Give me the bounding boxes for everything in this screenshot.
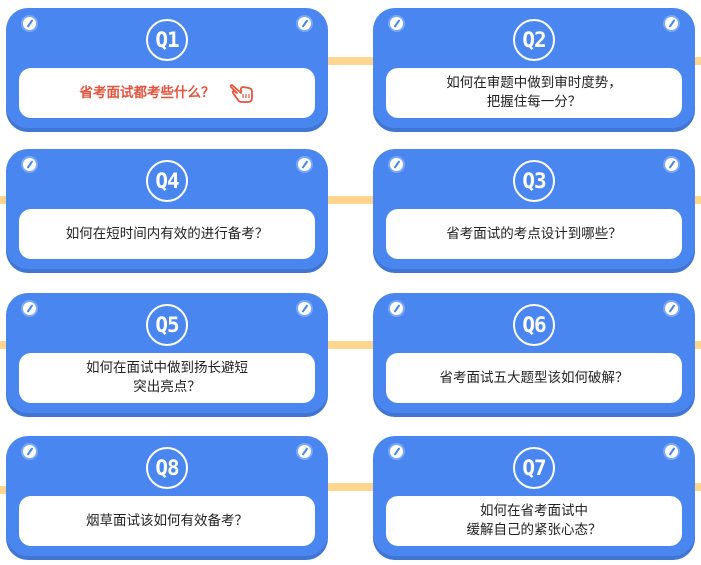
question-number: Q4: [155, 169, 179, 193]
question-card-q1[interactable]: Q1 省考面试都考些什么？: [6, 8, 328, 132]
question-box[interactable]: 如何在面试中做到扬长避短 突出亮点？: [19, 353, 315, 403]
screw-icon: [298, 445, 311, 458]
screw-icon: [665, 17, 678, 30]
question-text: 省考面试的考点设计到哪些？: [446, 225, 622, 242]
question-card-q6[interactable]: Q6 省考面试五大题型该如何破解？: [373, 293, 695, 417]
pointing-hand-icon: [229, 81, 255, 105]
connector: [320, 196, 382, 204]
screw-icon: [23, 445, 36, 458]
screw-icon: [390, 158, 403, 171]
question-card-q4[interactable]: Q4 如何在短时间内有效的进行备考？: [6, 149, 328, 273]
question-number-badge: Q3: [513, 160, 555, 202]
question-box[interactable]: 如何在省考面试中 缓解自己的紧张心态？: [386, 496, 682, 546]
question-number-badge: Q8: [146, 447, 188, 489]
question-box[interactable]: 省考面试都考些什么？: [19, 68, 315, 118]
question-number-badge: Q1: [146, 19, 188, 61]
question-number: Q5: [155, 313, 179, 337]
screw-icon: [23, 302, 36, 315]
question-number-badge: Q4: [146, 160, 188, 202]
screw-icon: [298, 302, 311, 315]
screw-icon: [298, 17, 311, 30]
question-number-badge: Q7: [513, 447, 555, 489]
question-box[interactable]: 省考面试的考点设计到哪些？: [386, 209, 682, 259]
question-text: 如何在短时间内有效的进行备考？: [65, 225, 269, 242]
question-text: 如何在省考面试中 缓解自己的紧张心态？: [466, 503, 602, 538]
question-number: Q8: [155, 456, 179, 480]
screw-icon: [390, 302, 403, 315]
question-number: Q3: [522, 169, 546, 193]
screw-icon: [665, 158, 678, 171]
screw-icon: [23, 158, 36, 171]
question-number: Q1: [155, 28, 179, 52]
question-number: Q7: [522, 456, 546, 480]
screw-icon: [23, 17, 36, 30]
question-text: 省考面试五大题型该如何破解？: [439, 369, 629, 386]
screw-icon: [665, 445, 678, 458]
connector: [320, 57, 382, 65]
screw-icon: [390, 17, 403, 30]
question-number-badge: Q6: [513, 304, 555, 346]
question-card-q7[interactable]: Q7 如何在省考面试中 缓解自己的紧张心态？: [373, 436, 695, 560]
question-number-badge: Q2: [513, 19, 555, 61]
question-card-q8[interactable]: Q8 烟草面试该如何有效备考？: [6, 436, 328, 560]
question-box[interactable]: 烟草面试该如何有效备考？: [19, 496, 315, 546]
question-box[interactable]: 省考面试五大题型该如何破解？: [386, 353, 682, 403]
connector: [320, 341, 382, 349]
screw-icon: [390, 445, 403, 458]
question-box[interactable]: 如何在短时间内有效的进行备考？: [19, 209, 315, 259]
question-box[interactable]: 如何在审题中做到审时度势， 把握住每一分？: [386, 68, 682, 118]
screw-icon: [298, 158, 311, 171]
question-number-badge: Q5: [146, 304, 188, 346]
question-text: 如何在审题中做到审时度势， 把握住每一分？: [446, 75, 622, 110]
connector: [320, 483, 382, 491]
question-card-q3[interactable]: Q3 省考面试的考点设计到哪些？: [373, 149, 695, 273]
screw-icon: [665, 302, 678, 315]
question-text: 省考面试都考些什么？: [79, 84, 215, 101]
question-card-q5[interactable]: Q5 如何在面试中做到扬长避短 突出亮点？: [6, 293, 328, 417]
question-card-q2[interactable]: Q2 如何在审题中做到审时度势， 把握住每一分？: [373, 8, 695, 132]
question-number: Q2: [522, 28, 546, 52]
question-text: 烟草面试该如何有效备考？: [86, 512, 248, 529]
question-number: Q6: [522, 313, 546, 337]
question-text: 如何在面试中做到扬长避短 突出亮点？: [86, 360, 248, 395]
